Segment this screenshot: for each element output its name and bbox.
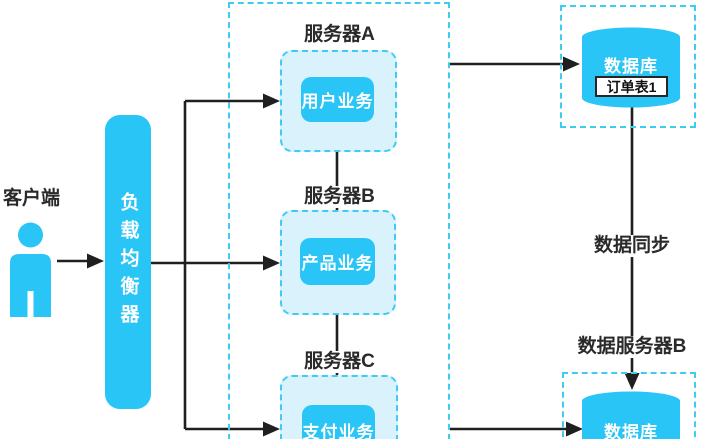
server-b-label: 服务器B: [282, 186, 397, 208]
server-a-service-node: 用户业务: [301, 77, 374, 122]
load-balancer-node: 负载均衡器: [105, 115, 151, 409]
server-c-label: 服务器C: [282, 351, 397, 373]
client-label: 客户端: [3, 188, 61, 209]
server-c-service-node: 支付业务: [302, 405, 375, 439]
server-cluster-container: [228, 2, 450, 439]
database-b-cylinder-icon: [582, 391, 680, 439]
database-a-container: [560, 5, 696, 128]
person-icon: [10, 222, 51, 317]
server-a-label: 服务器A: [282, 24, 397, 46]
data-server-b-label: 数据服务器B: [563, 336, 701, 358]
database-a-label: 数据库: [604, 57, 658, 76]
load-balancer-label: 负载均衡器: [117, 192, 139, 332]
data-sync-label: 数据同步: [578, 235, 686, 257]
database-b-label: 数据库: [604, 423, 658, 439]
order-table-badge: 订单表1: [595, 76, 668, 97]
database-b-container: [562, 372, 696, 439]
server-b-service-node: 产品业务: [300, 238, 375, 285]
